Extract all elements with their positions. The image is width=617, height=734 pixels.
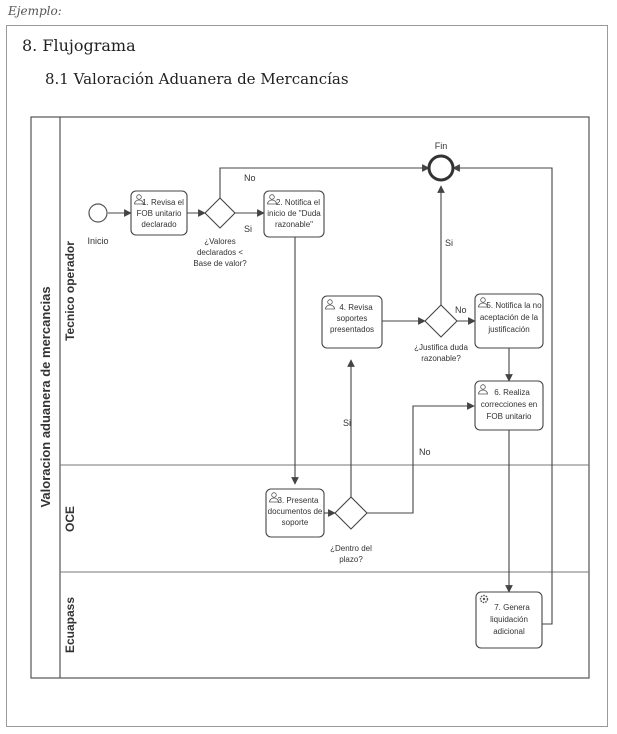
flow-g1-no-end bbox=[219, 164, 430, 198]
end-event-label: Fin bbox=[435, 141, 448, 151]
task-3-line-1: 3. Presenta bbox=[278, 496, 319, 505]
gateway-3-line-1: ¿Dentro del bbox=[330, 544, 372, 553]
task-5-line-3: justificación bbox=[487, 325, 529, 334]
task-6-line-3: FOB unitario bbox=[487, 412, 532, 421]
task-1-line-3: declarado bbox=[141, 220, 177, 229]
gateway-2-line-2: razonable? bbox=[421, 354, 461, 363]
task-5-line-1: 5. Notifica la no bbox=[486, 301, 542, 310]
task-2-line-1: 2. Notifica el bbox=[276, 198, 320, 207]
flow-t7-end bbox=[452, 164, 553, 625]
task-3-line-2: documentos de bbox=[268, 507, 323, 516]
start-event bbox=[88, 203, 108, 223]
gateway-3-line-2: plazo? bbox=[339, 555, 363, 564]
task-1: 1. Revisa el FOB unitario declarado bbox=[130, 190, 188, 236]
flow-label-g1-si: Si bbox=[244, 224, 252, 234]
example-label: Ejemplo: bbox=[8, 4, 62, 18]
lane-label-tecnico: Tecnico operador bbox=[63, 241, 77, 341]
section-title: 8. Flujograma bbox=[22, 36, 136, 55]
gateway-3: ¿Dentro del plazo? bbox=[330, 496, 372, 564]
gateway-1-line-1: ¿Valores bbox=[204, 237, 235, 246]
task-7: 7. Genera liquidación adicional bbox=[475, 591, 543, 649]
task-2: 2. Notifica el inicio de "Duda razonable" bbox=[263, 190, 325, 238]
flow-label-g2-no: No bbox=[455, 305, 467, 315]
user-icon bbox=[269, 492, 279, 503]
task-4-line-2: soportes bbox=[337, 314, 368, 323]
gateway-1: ¿Valores declarados < Base de valor? bbox=[193, 197, 247, 268]
task-6-line-1: 6. Realiza bbox=[494, 388, 530, 397]
task-1-line-2: FOB unitario bbox=[137, 209, 182, 218]
pool-label: Valoracion aduanera de mercancias bbox=[38, 286, 53, 507]
gateway-2-line-1: ¿Justifica duda bbox=[414, 343, 468, 352]
task-5: 5. Notifica la no aceptación de la justifi… bbox=[474, 293, 544, 349]
gateway-1-line-2: declarados < bbox=[197, 248, 243, 257]
pool-border bbox=[30, 116, 590, 679]
gateway-2: ¿Justifica duda razonable? bbox=[414, 304, 468, 363]
task-4-line-1: 4. Revisa bbox=[339, 303, 373, 312]
task-3-line-3: soporte bbox=[282, 518, 309, 527]
task-7-line-3: adicional bbox=[493, 627, 525, 636]
start-event-label: Inicio bbox=[87, 236, 108, 246]
task-2-line-2: inicio de "Duda bbox=[267, 209, 321, 218]
end-event bbox=[427, 154, 455, 182]
user-icon bbox=[134, 194, 144, 205]
gateway-1-line-3: Base de valor? bbox=[193, 259, 247, 268]
user-icon bbox=[478, 297, 488, 308]
flow-label-g3-si: Si bbox=[343, 418, 351, 428]
task-4: 4. Revisa soportes presentados bbox=[321, 295, 383, 349]
lane-label-ecuapass: Ecuapass bbox=[63, 597, 77, 653]
flow-label-g1-no: No bbox=[244, 173, 256, 183]
task-2-line-3: razonable" bbox=[275, 220, 313, 229]
task-7-line-1: 7. Genera bbox=[494, 603, 530, 612]
gear-icon bbox=[479, 594, 489, 604]
task-6-line-2: correcciones en bbox=[481, 400, 537, 409]
task-3: 3. Presenta documentos de soporte bbox=[265, 488, 325, 538]
flow-label-g2-si: Si bbox=[445, 238, 453, 248]
task-6: 6. Realiza correcciones en FOB unitario bbox=[474, 380, 544, 431]
lane-label-oce: OCE bbox=[63, 506, 77, 532]
subsection-title: 8.1 Valoración Aduanera de Mercancías bbox=[45, 70, 349, 88]
page-frame bbox=[6, 25, 608, 727]
task-5-line-2: aceptación de la bbox=[480, 313, 539, 322]
user-icon bbox=[478, 384, 488, 395]
task-7-line-2: liquidación bbox=[490, 615, 528, 624]
task-4-line-3: presentados bbox=[330, 325, 374, 334]
task-1-line-1: 1. Revisa el bbox=[142, 198, 184, 207]
flow-g3-no-t6 bbox=[366, 402, 475, 514]
user-icon bbox=[325, 299, 335, 310]
flow-label-g3-no: No bbox=[419, 447, 431, 457]
user-icon bbox=[267, 194, 277, 205]
